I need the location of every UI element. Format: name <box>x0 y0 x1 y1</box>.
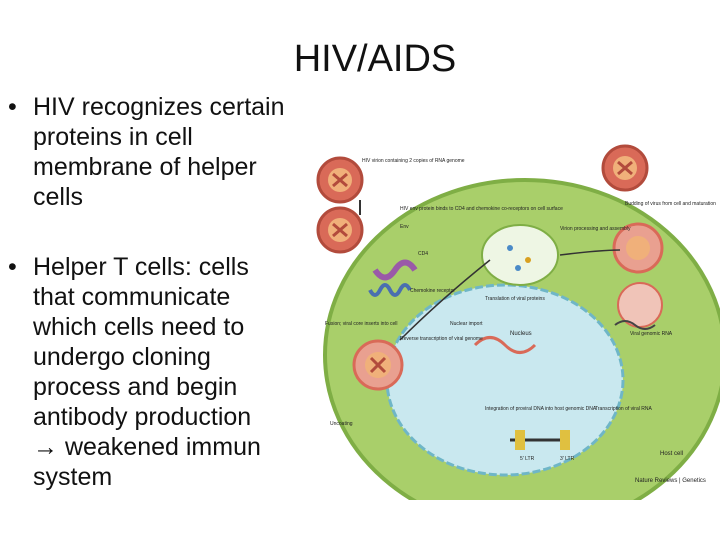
label-nucleus: Nucleus <box>510 331 532 337</box>
label-5ltr: 5' LTR <box>520 456 535 462</box>
label-host-cell: Host cell <box>660 451 683 457</box>
label-viral-rna: Viral genomic RNA <box>630 331 673 337</box>
bullet-text: HIV recognizes certain proteins in cell … <box>33 93 285 211</box>
label-cd4: CD4 <box>418 251 428 257</box>
label-3ltr: 3' LTR <box>560 456 575 462</box>
chemokine-receptor-icon <box>368 283 412 297</box>
virion-icon <box>612 222 664 274</box>
cell-nucleus <box>385 283 625 477</box>
label-chemokine: Chemokine receptor <box>410 288 455 294</box>
virion-icon <box>352 339 404 391</box>
virion-icon <box>601 144 649 192</box>
label-virion-processing: Virion processing and assembly <box>560 226 631 232</box>
label-env-binds: HIV env protein binds to CD4 and chemoki… <box>400 206 563 212</box>
virion-icon <box>316 156 364 204</box>
label-budding: Budding of virus from cell and maturatio… <box>625 201 716 207</box>
label-rt: Reverse transcription of viral genome <box>400 336 483 342</box>
bullet-dot: • <box>8 93 17 121</box>
virion-icon <box>316 206 364 254</box>
hiv-lifecycle-diagram: HIV virion containing 2 copies of RNA ge… <box>316 144 720 500</box>
label-fusion: Fusion; viral core inserts into cell <box>325 321 398 327</box>
vesicle <box>481 224 559 286</box>
label-integration: Integration of proviral DNA into host ge… <box>485 406 597 412</box>
bullet-dot: • <box>8 253 17 281</box>
label-env: Env <box>400 224 409 230</box>
cd4-receptor-icon <box>372 259 418 281</box>
label-virion: HIV virion containing 2 copies of RNA ge… <box>362 158 465 164</box>
label-transcription: Transcription of viral RNA <box>595 406 652 412</box>
label-translation: Translation of viral proteins <box>485 296 545 302</box>
bullet-text: Helper T cells: cells that communicate w… <box>33 253 261 491</box>
label-nuclear-import: Nuclear import <box>450 321 483 327</box>
figure-credit: Nature Reviews | Genetics <box>635 478 706 484</box>
slide-title: HIV/AIDS <box>293 38 457 80</box>
label-uncoating: Uncoating <box>330 421 353 427</box>
